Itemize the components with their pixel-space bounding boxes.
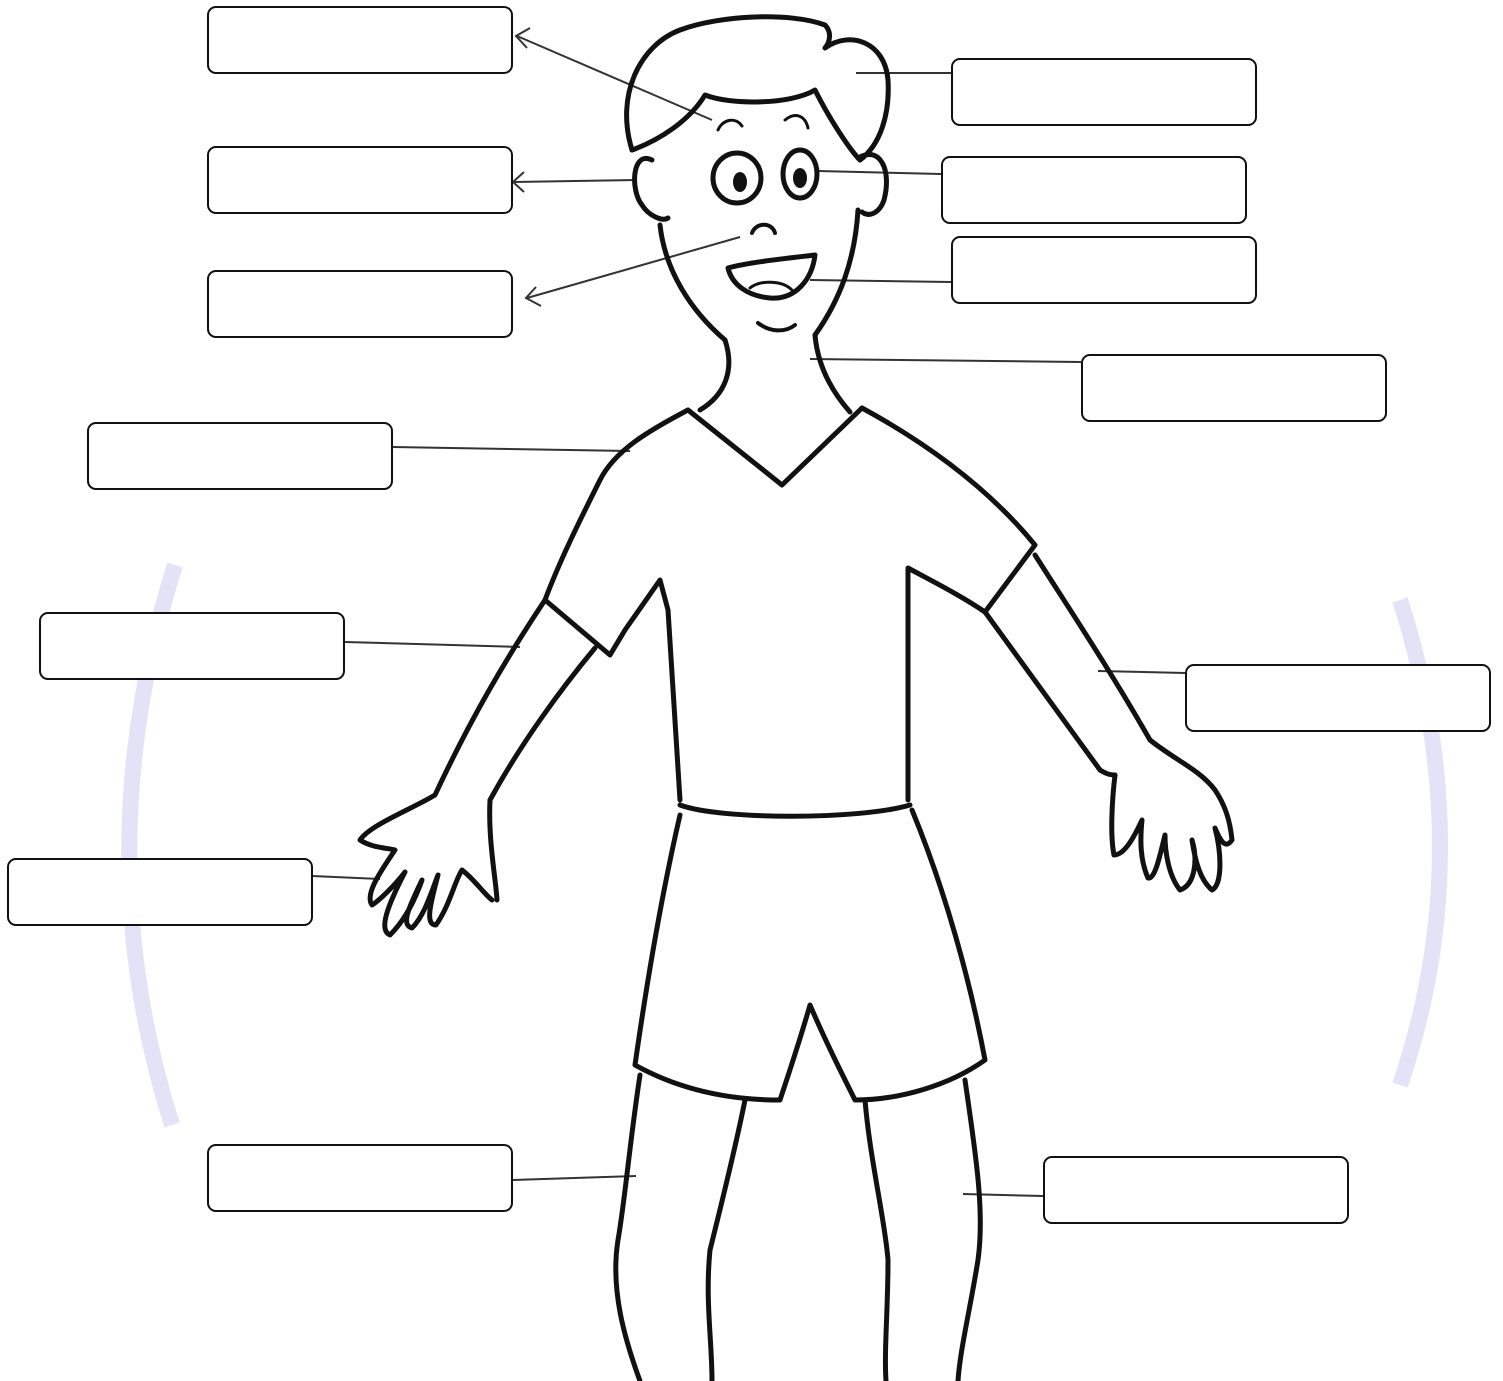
hair-outline bbox=[627, 17, 889, 160]
shirt-collar bbox=[688, 408, 862, 485]
left-leg-outer bbox=[616, 1075, 640, 1381]
leader-nose bbox=[527, 237, 740, 298]
label-box-mouth[interactable] bbox=[951, 236, 1257, 304]
shorts-outline bbox=[635, 810, 985, 1100]
label-box-knee[interactable] bbox=[207, 1144, 513, 1212]
neck-right bbox=[815, 335, 850, 412]
left-leg-inner bbox=[708, 1100, 745, 1381]
right-pupil bbox=[793, 168, 807, 188]
leader-neck bbox=[810, 359, 1081, 362]
tongue bbox=[750, 282, 792, 290]
right-leg-outer bbox=[958, 1080, 980, 1381]
leader-ear bbox=[514, 180, 637, 182]
left-arm-inner bbox=[490, 648, 595, 900]
chin bbox=[758, 323, 795, 330]
face-outline bbox=[660, 210, 858, 340]
left-arm-outer bbox=[360, 600, 545, 935]
shirt-left-side bbox=[545, 410, 688, 800]
label-box-eye[interactable] bbox=[941, 156, 1247, 224]
left-ear bbox=[635, 158, 668, 219]
right-leg-inner bbox=[865, 1100, 888, 1381]
right-eyebrow bbox=[785, 116, 808, 128]
label-box-leg[interactable] bbox=[1043, 1156, 1349, 1224]
leader-mouth bbox=[810, 280, 951, 282]
leader-knee bbox=[513, 1176, 636, 1180]
neck-left bbox=[700, 340, 729, 410]
label-box-shoulder[interactable] bbox=[87, 422, 393, 490]
label-box-neck[interactable] bbox=[1081, 354, 1387, 422]
label-box-elbow[interactable] bbox=[39, 612, 345, 680]
leader-eye bbox=[818, 171, 941, 174]
right-ear bbox=[858, 154, 886, 214]
leader-hand bbox=[312, 876, 380, 879]
leader-shoulder bbox=[393, 447, 630, 451]
leader-eyebrow bbox=[517, 36, 712, 120]
nose-mark bbox=[752, 225, 775, 233]
label-box-hand[interactable] bbox=[7, 858, 313, 926]
leader-elbow bbox=[345, 642, 520, 647]
shirt-right-side bbox=[862, 408, 1035, 800]
label-box-hair[interactable] bbox=[951, 58, 1257, 126]
left-pupil bbox=[733, 172, 747, 192]
shirt-hem bbox=[680, 805, 910, 816]
mouth-outline bbox=[728, 255, 815, 298]
leader-leg bbox=[963, 1194, 1043, 1196]
label-box-arm[interactable] bbox=[1185, 664, 1491, 732]
left-eyebrow bbox=[718, 120, 742, 130]
label-box-ear[interactable] bbox=[207, 146, 513, 214]
label-box-nose[interactable] bbox=[207, 270, 513, 338]
label-box-eyebrow[interactable] bbox=[207, 6, 513, 74]
right-arm-inner bbox=[985, 612, 1115, 775]
